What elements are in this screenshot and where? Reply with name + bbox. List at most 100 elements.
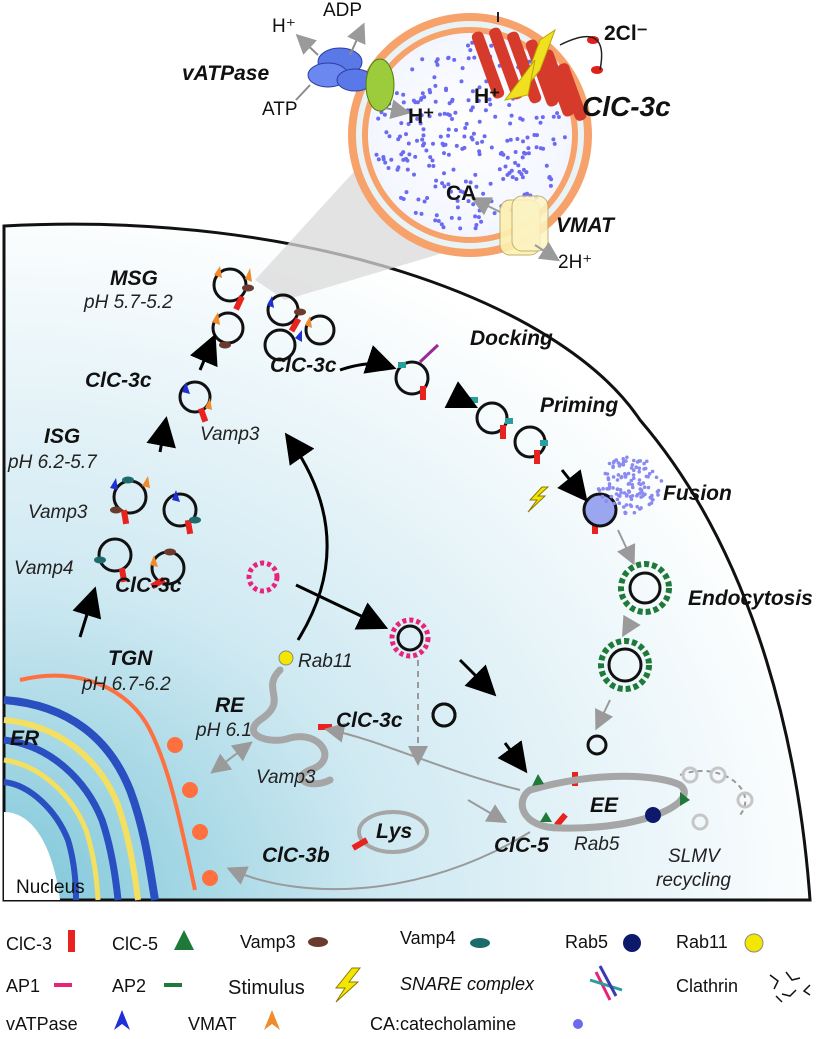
clc3c-isg-label: ClC-3c [115, 574, 182, 597]
ca-dot [489, 145, 494, 150]
ca-dot [520, 155, 525, 160]
ca-dot [430, 158, 435, 163]
ca-dot [401, 92, 406, 97]
legend-stimulus-label: Stimulus [228, 977, 305, 999]
ca-dot [562, 135, 567, 140]
ca-dot [452, 57, 457, 62]
released-ca-dot [642, 467, 646, 471]
released-ca-dot [642, 485, 647, 490]
ca-dot [477, 208, 482, 213]
ca-dot [453, 110, 458, 115]
ca-dot [514, 177, 519, 181]
ca-dot [410, 67, 415, 72]
ca-dot [488, 181, 493, 186]
ca-dot [406, 122, 411, 126]
released-ca-dot [650, 469, 655, 474]
rab5-dot-icon [623, 934, 641, 952]
ca-dot [477, 149, 482, 154]
released-ca-dot [615, 497, 620, 502]
released-ca-dot [638, 487, 643, 491]
ca-dot [383, 160, 388, 165]
ca-dot [401, 100, 406, 105]
ca-dot [505, 138, 510, 143]
ca-dot [507, 103, 512, 107]
vamp3-re-label: Vamp3 [256, 767, 316, 788]
ca-dot [525, 135, 530, 140]
legend-ap1-label: AP1 [6, 976, 40, 996]
ca-dot [446, 127, 451, 132]
ca-dot [427, 163, 432, 168]
ca-dot [534, 145, 539, 150]
ca-dot [462, 134, 467, 139]
ca-dot [455, 205, 460, 210]
ca-dot [449, 215, 454, 220]
released-ca-dot [611, 486, 615, 490]
ca-dot [447, 101, 452, 106]
ca-dot [513, 160, 518, 165]
ca-dot [518, 116, 523, 121]
ca-dot [418, 121, 423, 126]
ca-dot [442, 111, 447, 116]
ca-dot [552, 141, 557, 146]
clc3b-label: ClC-3b [262, 844, 330, 867]
rab5-marker [645, 807, 661, 823]
ca-dot [421, 143, 425, 148]
ca-dot [395, 167, 400, 172]
released-ca-dot [630, 494, 635, 498]
released-ca-dot [615, 487, 620, 492]
released-ca-dot [635, 460, 640, 464]
ca-dot [474, 223, 479, 227]
vatpase-label: vATPase [182, 62, 269, 85]
ca-dot [406, 141, 411, 146]
ca-dot [433, 99, 438, 104]
fusion-label: Fusion [663, 482, 732, 505]
ca-dot [516, 163, 521, 168]
ca-dot [401, 157, 406, 162]
ca-dot [524, 170, 529, 175]
released-ca-dot [626, 489, 631, 493]
ca-dot [477, 152, 482, 157]
ca-dot [415, 116, 420, 121]
ca-dot [413, 154, 418, 159]
legend-clc3-label: ClC-3 [6, 934, 52, 954]
ca-dot [488, 102, 493, 107]
released-ca-dot [659, 479, 664, 483]
released-ca-dot [641, 481, 646, 485]
released-ca-dot [639, 506, 643, 510]
released-ca-dot [642, 461, 646, 466]
cell-body [2, 222, 812, 902]
released-ca-dot [600, 495, 605, 499]
legend-clc5-label: ClC-5 [112, 934, 158, 954]
ca-dot [412, 172, 416, 177]
ca-dot [509, 113, 514, 118]
ca-dot [503, 164, 508, 169]
ca-dot [473, 214, 478, 219]
legend-snare-label: SNARE complex [400, 974, 535, 994]
ca-dot [420, 57, 425, 62]
ca-dot [489, 199, 494, 204]
ca-dot [440, 181, 445, 186]
ca-dot [466, 98, 471, 103]
released-ca-dot [647, 471, 652, 476]
vmat-chevron-icon [264, 1010, 280, 1030]
ca-dot [413, 210, 418, 215]
ca-dot [387, 134, 392, 139]
msg-ph-label: pH 5.7-5.2 [83, 292, 173, 313]
slmv-vesicles [681, 766, 754, 831]
ca-dot [483, 108, 488, 113]
released-ca-dot [617, 493, 621, 498]
ca-dot [446, 133, 451, 138]
ca-dot [481, 191, 486, 196]
released-ca-dot [629, 497, 634, 502]
released-ca-dot [630, 482, 635, 487]
ca-dot [382, 112, 387, 117]
ca-dot [551, 137, 556, 142]
clc3c-re-label: ClC-3c [336, 709, 403, 732]
ca-dot [455, 198, 460, 203]
released-ca-dot [654, 475, 659, 480]
secretory-pathway-arrows [72, 333, 588, 774]
released-ca-dot [635, 504, 639, 509]
ap2-dash-icon [164, 983, 182, 987]
ca-dot [422, 95, 427, 99]
ca-dot [556, 115, 561, 119]
